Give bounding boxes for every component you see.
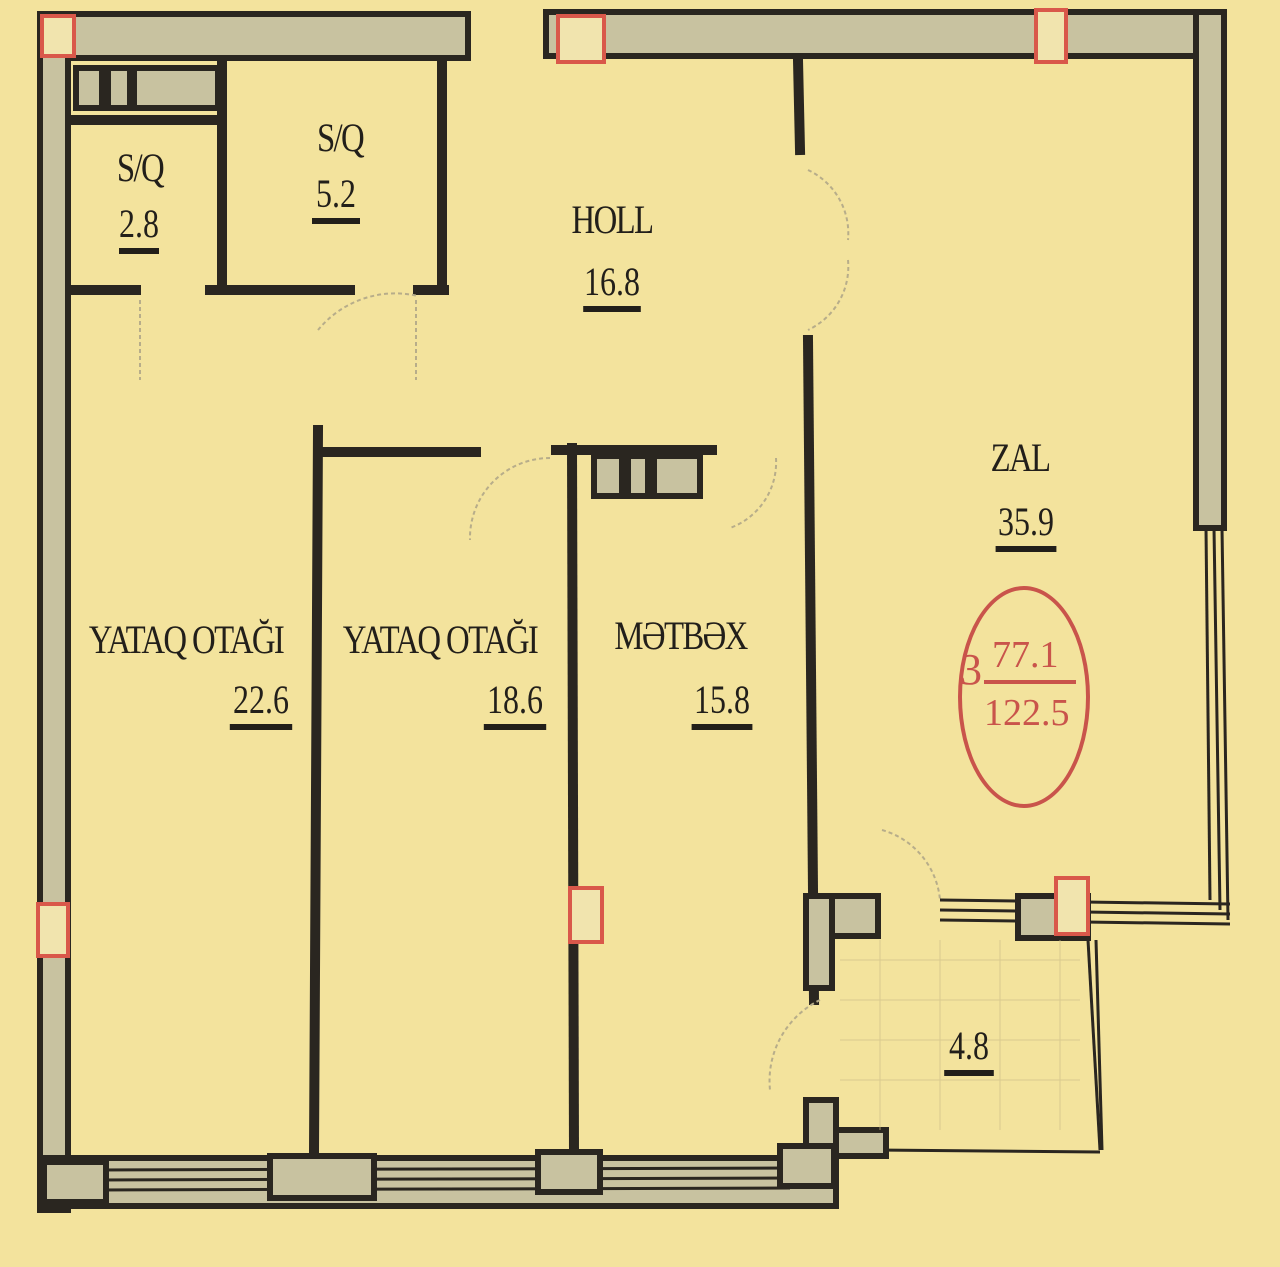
room-area-holl: 16.8 xyxy=(583,262,641,312)
room-label-bedroom-2: YATAQ OTAĞI xyxy=(342,617,539,662)
room-area-bedroom-1: 22.6 xyxy=(229,680,293,730)
room-area-balcony: 4.8 xyxy=(944,1026,994,1076)
doors xyxy=(139,169,941,1091)
room-label-sq1: S/Q xyxy=(116,145,165,190)
apartment-area-stamp: 3 77.1 122.5 xyxy=(958,586,1090,808)
interior-walls xyxy=(65,54,820,1158)
room-label-sq2: S/Q xyxy=(316,115,365,160)
room-label-holl: HOLL xyxy=(571,197,655,242)
room-label-kitchen: MƏTBƏX xyxy=(614,613,748,658)
room-area-zal: 35.9 xyxy=(995,502,1057,552)
stamp-total-area: 122.5 xyxy=(984,692,1070,734)
zal-window xyxy=(1204,527,1230,921)
stamp-living-area: 77.1 xyxy=(992,634,1059,676)
outer-walls xyxy=(37,9,1227,1213)
stamp-fraction-line xyxy=(984,680,1076,684)
stamp-rooms-count: 3 xyxy=(960,645,982,694)
room-area-sq1: 2.8 xyxy=(119,204,159,254)
room-label-zal: ZAL xyxy=(990,435,1051,480)
shafts xyxy=(73,65,703,499)
room-area-kitchen: 15.8 xyxy=(691,680,753,730)
columns xyxy=(36,8,1090,958)
bottom-windows xyxy=(99,1166,791,1192)
room-area-sq2: 5.2 xyxy=(312,174,360,224)
balcony-hatch xyxy=(840,940,1080,1130)
room-label-bedroom-1: YATAQ OTAĞI xyxy=(88,617,285,662)
room-area-bedroom-2: 18.6 xyxy=(483,680,547,730)
